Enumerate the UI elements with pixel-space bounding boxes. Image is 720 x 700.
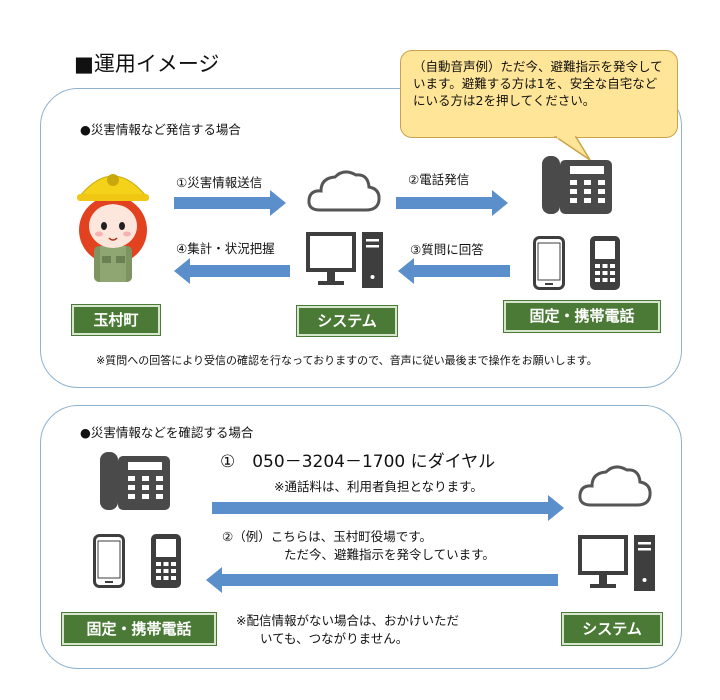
- arrow-reply: [206, 567, 558, 593]
- reply-example: ②（例）こちらは、玉村町役場です。 ただ今、避難指示を発令しています。: [222, 528, 495, 564]
- reply-line-1: ②（例）こちらは、玉村町役場です。: [222, 528, 495, 546]
- dial-note: ※通話料は、利用者負担となります。: [274, 476, 483, 495]
- arrow-dial: [212, 495, 564, 521]
- reply-line-2: ただ今、避難指示を発令しています。: [222, 546, 495, 564]
- no-info-line-1: ※配信情報がない場合は、おかけいただ: [236, 612, 459, 630]
- system-label: システム: [562, 613, 662, 645]
- no-info-line-2: いても、つながりません。: [236, 630, 459, 648]
- no-info-note: ※配信情報がない場合は、おかけいただ いても、つながりません。: [236, 612, 459, 648]
- dial-number-text: ① 050－3204－1700 にダイヤル: [220, 447, 495, 472]
- phone-label: 固定・携帯電話: [62, 613, 216, 645]
